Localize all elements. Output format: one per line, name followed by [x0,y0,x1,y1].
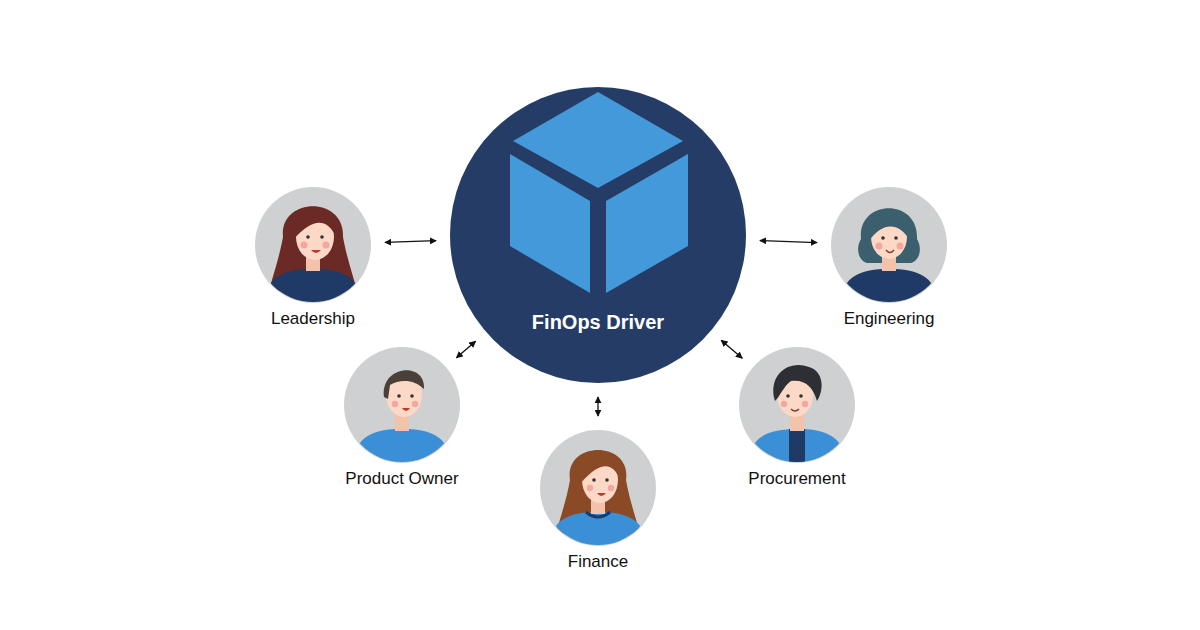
role-circle: Leadership [255,187,371,329]
role-label: Finance [568,552,628,572]
role-circle: Product Owner [341,347,462,489]
circle-fill [739,347,855,463]
person-illustration [550,450,646,548]
circle-outline [450,87,746,383]
role-label: Procurement [748,469,845,489]
role-label: Product Owner [345,469,458,489]
person-illustration [749,365,845,469]
double-arrow [597,397,598,416]
circle-fill [255,187,371,303]
cube-icon [510,92,688,293]
double-arrow [385,241,436,243]
hub-circle: FinOps Driver [450,87,746,383]
circle-fill [450,87,746,383]
person-illustration [841,208,937,305]
circle-outline [540,430,656,546]
person-illustration [354,370,450,465]
circle-fill [344,347,460,463]
role-label: Engineering [844,309,935,329]
circle-fill [540,430,656,546]
role-label: Leadership [271,309,355,329]
circle-outline [255,187,371,303]
hub-label: FinOps Driver [532,310,664,334]
circle-outline [831,187,947,303]
double-arrow [760,241,817,243]
circle-outline [344,347,460,463]
role-circle: Engineering [831,187,947,329]
double-arrow [456,341,475,358]
person-illustration [265,206,361,305]
role-circle: Procurement [739,347,855,489]
role-circle: Finance [540,430,656,572]
circle-outline [739,347,855,463]
double-arrow [721,340,742,358]
circle-fill [831,187,947,303]
